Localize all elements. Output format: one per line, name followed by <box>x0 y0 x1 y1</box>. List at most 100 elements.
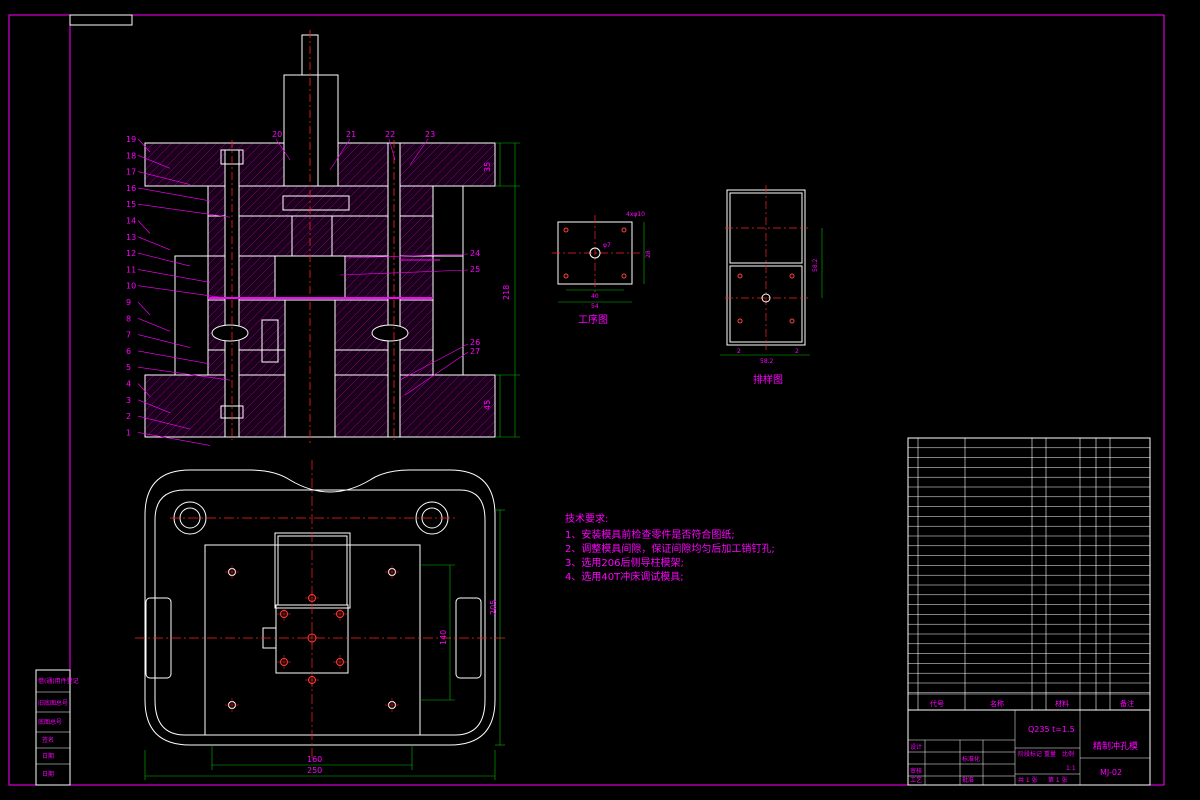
dim-total: 218 <box>502 285 511 300</box>
part-label-8: 8 <box>126 314 131 323</box>
tb-process: 工艺 <box>910 776 922 784</box>
part-label-22: 22 <box>385 130 395 139</box>
plan-view <box>144 469 496 746</box>
part-label-12: 12 <box>126 249 136 258</box>
part-label-5: 5 <box>126 363 131 372</box>
plan-outline <box>144 469 496 746</box>
strip-layout: 58.2 2 58.2 2 排样图 <box>720 185 823 386</box>
leader-9 <box>137 301 151 316</box>
bom-header-material: 材料 <box>1055 699 1069 708</box>
title-block: Q235 t=1.5 精制冲孔模 MJ-02 1:1 共 1 张 第 1 张 设… <box>907 709 1151 786</box>
right-block <box>432 185 464 257</box>
plan-dims <box>144 509 505 780</box>
plan-centerlines <box>135 460 505 760</box>
left-block-3: 签名 <box>42 736 54 744</box>
leader-1 <box>137 432 211 446</box>
leader-11 <box>137 269 211 283</box>
lower-die-outline <box>204 544 421 736</box>
part-label-16: 16 <box>126 184 136 193</box>
drawing-frame <box>69 14 1165 786</box>
process-hole-note: 4xφ10 <box>626 211 645 218</box>
leader-15 <box>137 203 231 218</box>
process-height: 28 <box>645 250 652 258</box>
tb-check: 审核 <box>910 767 922 775</box>
left-block-0: 借(通)用件登记 <box>38 677 79 685</box>
bom-header-note: 备注 <box>1120 699 1134 708</box>
dim-width-inner: 160 <box>307 755 322 764</box>
title-sheet: 第 1 张 <box>1048 776 1068 784</box>
process-center-note: φ7 <box>603 242 611 249</box>
part-label-26: 26 <box>470 338 480 347</box>
right-spring <box>371 324 409 342</box>
title-sheets: 共 1 张 <box>1018 776 1038 784</box>
notes-title: 技术要求: <box>565 512 608 525</box>
part-label-4: 4 <box>126 380 131 389</box>
leader-7 <box>137 334 191 348</box>
process-width: 40 <box>591 293 599 300</box>
left-spring <box>211 324 249 342</box>
leader-10 <box>137 285 231 299</box>
part-label-2: 2 <box>126 412 131 421</box>
part-label-20: 20 <box>272 130 282 139</box>
part-label-9: 9 <box>126 298 131 307</box>
leader-17 <box>137 171 191 185</box>
section-view <box>144 34 496 438</box>
note-3: 3、选用206后侧导柱模架; <box>565 556 684 569</box>
layout-side: 2 <box>795 348 799 355</box>
bom-header-name: 名称 <box>990 699 1004 708</box>
die-window <box>274 532 351 609</box>
part-label-18: 18 <box>126 151 136 160</box>
tb-stdz: 标准化 <box>962 755 980 763</box>
layout-dim-b: 58.2 <box>812 258 819 272</box>
note-1: 1、安装模具前检查零件是否符合图纸; <box>565 528 735 541</box>
process-title: 工序图 <box>578 313 608 326</box>
part-label-17: 17 <box>126 168 136 177</box>
left-block-4: 日期 <box>42 752 54 760</box>
layout-dim-a: 2 <box>737 348 741 355</box>
dim-top: 35 <box>483 162 492 172</box>
layout-dim-c: 58.2 <box>760 358 774 365</box>
part-label-24: 24 <box>470 249 480 258</box>
tb-approve: 批准 <box>962 776 974 784</box>
title-scale: 1:1 <box>1066 765 1076 772</box>
title-material: Q235 t=1.5 <box>1028 725 1075 734</box>
part-label-11: 11 <box>126 265 136 274</box>
leader-16 <box>137 187 211 202</box>
dim-bottom: 45 <box>483 400 492 410</box>
tb-ratio: 比例 <box>1062 750 1074 758</box>
dim-depth-inner: 140 <box>439 630 448 645</box>
part-label-10: 10 <box>126 282 136 291</box>
shank-flange <box>283 74 339 187</box>
leader-18 <box>137 155 171 169</box>
left-block-5: 日期 <box>42 770 54 778</box>
tb-stage: 阶段标记 <box>1018 750 1042 758</box>
part-label-13: 13 <box>126 233 136 242</box>
leader-5 <box>137 366 231 381</box>
part-label-3: 3 <box>126 396 131 405</box>
corner-tag-box <box>69 14 133 26</box>
leader-19 <box>137 138 151 153</box>
leader-12 <box>137 252 191 267</box>
bom-table: 代号 名称 材料 备注 <box>907 437 1151 711</box>
title-name: 精制冲孔模 <box>1093 740 1138 752</box>
part-label-6: 6 <box>126 347 131 356</box>
bom-header-code: 代号 <box>930 699 944 708</box>
leader-2 <box>137 415 191 430</box>
part-label-19: 19 <box>126 135 136 144</box>
technical-notes: 技术要求: 1、安装模具前检查零件是否符合图纸; 2、调整模具间隙，保证间隙均匀… <box>565 512 775 583</box>
title-drawing-no: MJ-02 <box>1100 768 1122 777</box>
dim-depth-outer: 205 <box>489 600 498 615</box>
leader-4 <box>137 383 151 397</box>
leader-8 <box>137 318 171 332</box>
part-label-27: 27 <box>470 347 480 356</box>
section-centerlines <box>231 30 395 445</box>
note-4: 4、选用40T冲床调试模具; <box>565 570 684 583</box>
part-label-14: 14 <box>126 217 136 226</box>
tb-weight: 重量 <box>1044 750 1056 758</box>
part-label-23: 23 <box>425 130 435 139</box>
part-label-25: 25 <box>470 265 480 274</box>
leader-13 <box>137 236 171 251</box>
leader-6 <box>137 350 211 365</box>
